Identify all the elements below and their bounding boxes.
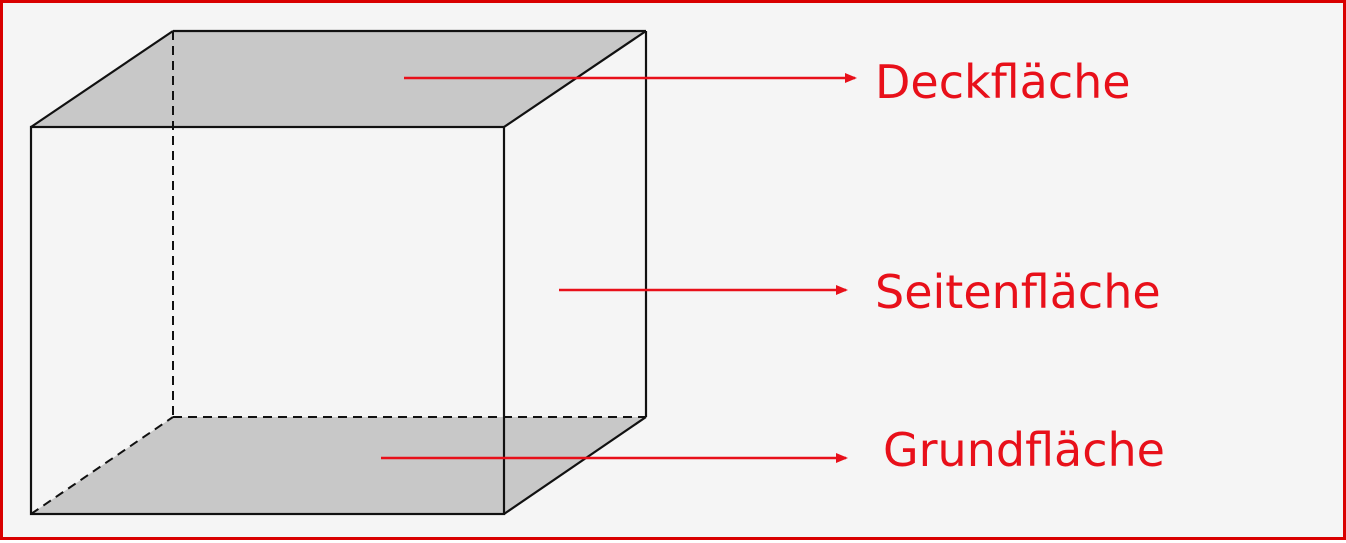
label-bottom-face: Grundfläche bbox=[883, 423, 1165, 477]
hidden-edge-left-bottom bbox=[30, 416, 174, 515]
label-top-face: Deckfläche bbox=[875, 55, 1131, 109]
top-face bbox=[31, 31, 646, 127]
edge-bottom-right bbox=[503, 416, 647, 515]
edge-top-left bbox=[30, 30, 174, 128]
cuboid-diagram bbox=[29, 29, 857, 516]
front-face-edges bbox=[29, 125, 506, 516]
bottom-face bbox=[31, 417, 646, 514]
label-side-face: Seitenfläche bbox=[875, 265, 1161, 319]
